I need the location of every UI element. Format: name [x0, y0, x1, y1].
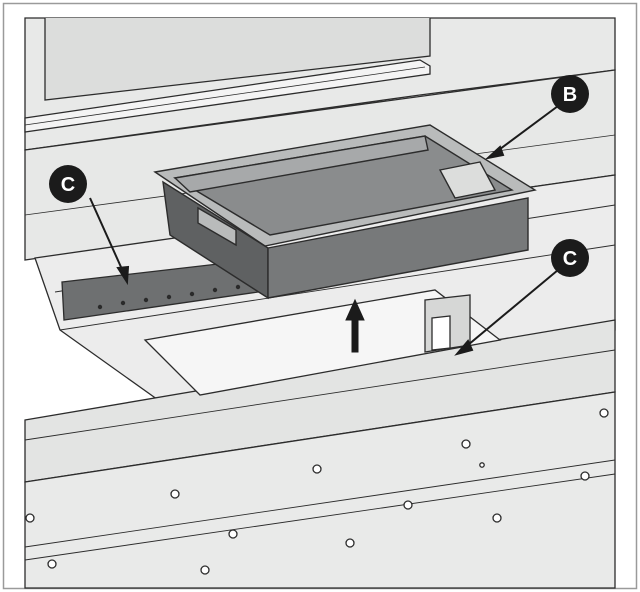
leader-lines — [89, 105, 559, 356]
leader-c-left — [89, 197, 126, 277]
svg-text:C: C — [563, 248, 577, 270]
tray-opening — [143, 289, 502, 396]
arrow-up-icon — [345, 298, 365, 353]
svg-text:B: B — [563, 84, 577, 106]
callout-c-right: C — [551, 239, 589, 277]
svg-text:C: C — [61, 174, 75, 196]
leader-c-right — [461, 269, 559, 351]
screw-icon — [25, 408, 609, 575]
callout-c-left: C — [49, 165, 87, 203]
callout-b: B — [551, 75, 589, 113]
leader-b — [491, 105, 559, 156]
drip-tray — [153, 124, 537, 300]
